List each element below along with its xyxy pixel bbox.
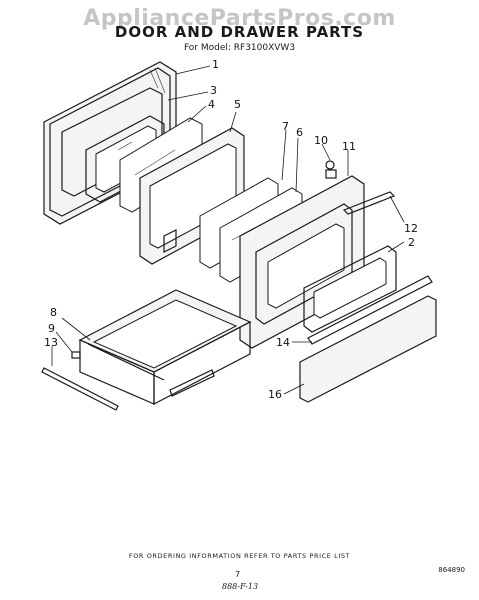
- callout-14: 14: [276, 336, 290, 349]
- door-handle: [342, 191, 396, 215]
- callout-10: 10: [314, 134, 328, 147]
- callout-2: 2: [408, 236, 415, 249]
- drawer-roller: [71, 351, 81, 359]
- callout-6: 6: [296, 126, 303, 139]
- callout-1: 1: [212, 58, 219, 71]
- diagram-id: 864890: [438, 566, 465, 574]
- drawer-rail: [41, 367, 119, 411]
- callout-4: 4: [208, 98, 215, 111]
- callout-16: 16: [268, 388, 282, 401]
- callout-9: 9: [48, 322, 55, 335]
- callout-5: 5: [234, 98, 241, 111]
- model-line: For Model: RF3100XVW3: [183, 43, 296, 53]
- page-number: 7: [235, 570, 241, 579]
- ordering-note: FOR ORDERING INFORMATION REFER TO PARTS …: [128, 552, 351, 560]
- page-title: DOOR AND DRAWER PARTS: [114, 23, 365, 41]
- hinge-screw: [325, 160, 335, 170]
- callout-7: 7: [282, 120, 289, 133]
- storage-drawer: [41, 289, 252, 411]
- callout-3: 3: [210, 84, 217, 97]
- callout-12: 12: [404, 222, 418, 235]
- vent-grille: [303, 245, 397, 333]
- callout-13: 13: [44, 336, 58, 349]
- handwritten-note: 888-F-13: [222, 582, 259, 591]
- hinge-bracket: [325, 169, 337, 179]
- callout-8: 8: [50, 306, 57, 319]
- leader-lines: [51, 65, 405, 395]
- watermark: AppliancePartsPros.com: [83, 6, 396, 31]
- drawer-glide: [169, 369, 215, 397]
- callout-11: 11: [342, 140, 356, 153]
